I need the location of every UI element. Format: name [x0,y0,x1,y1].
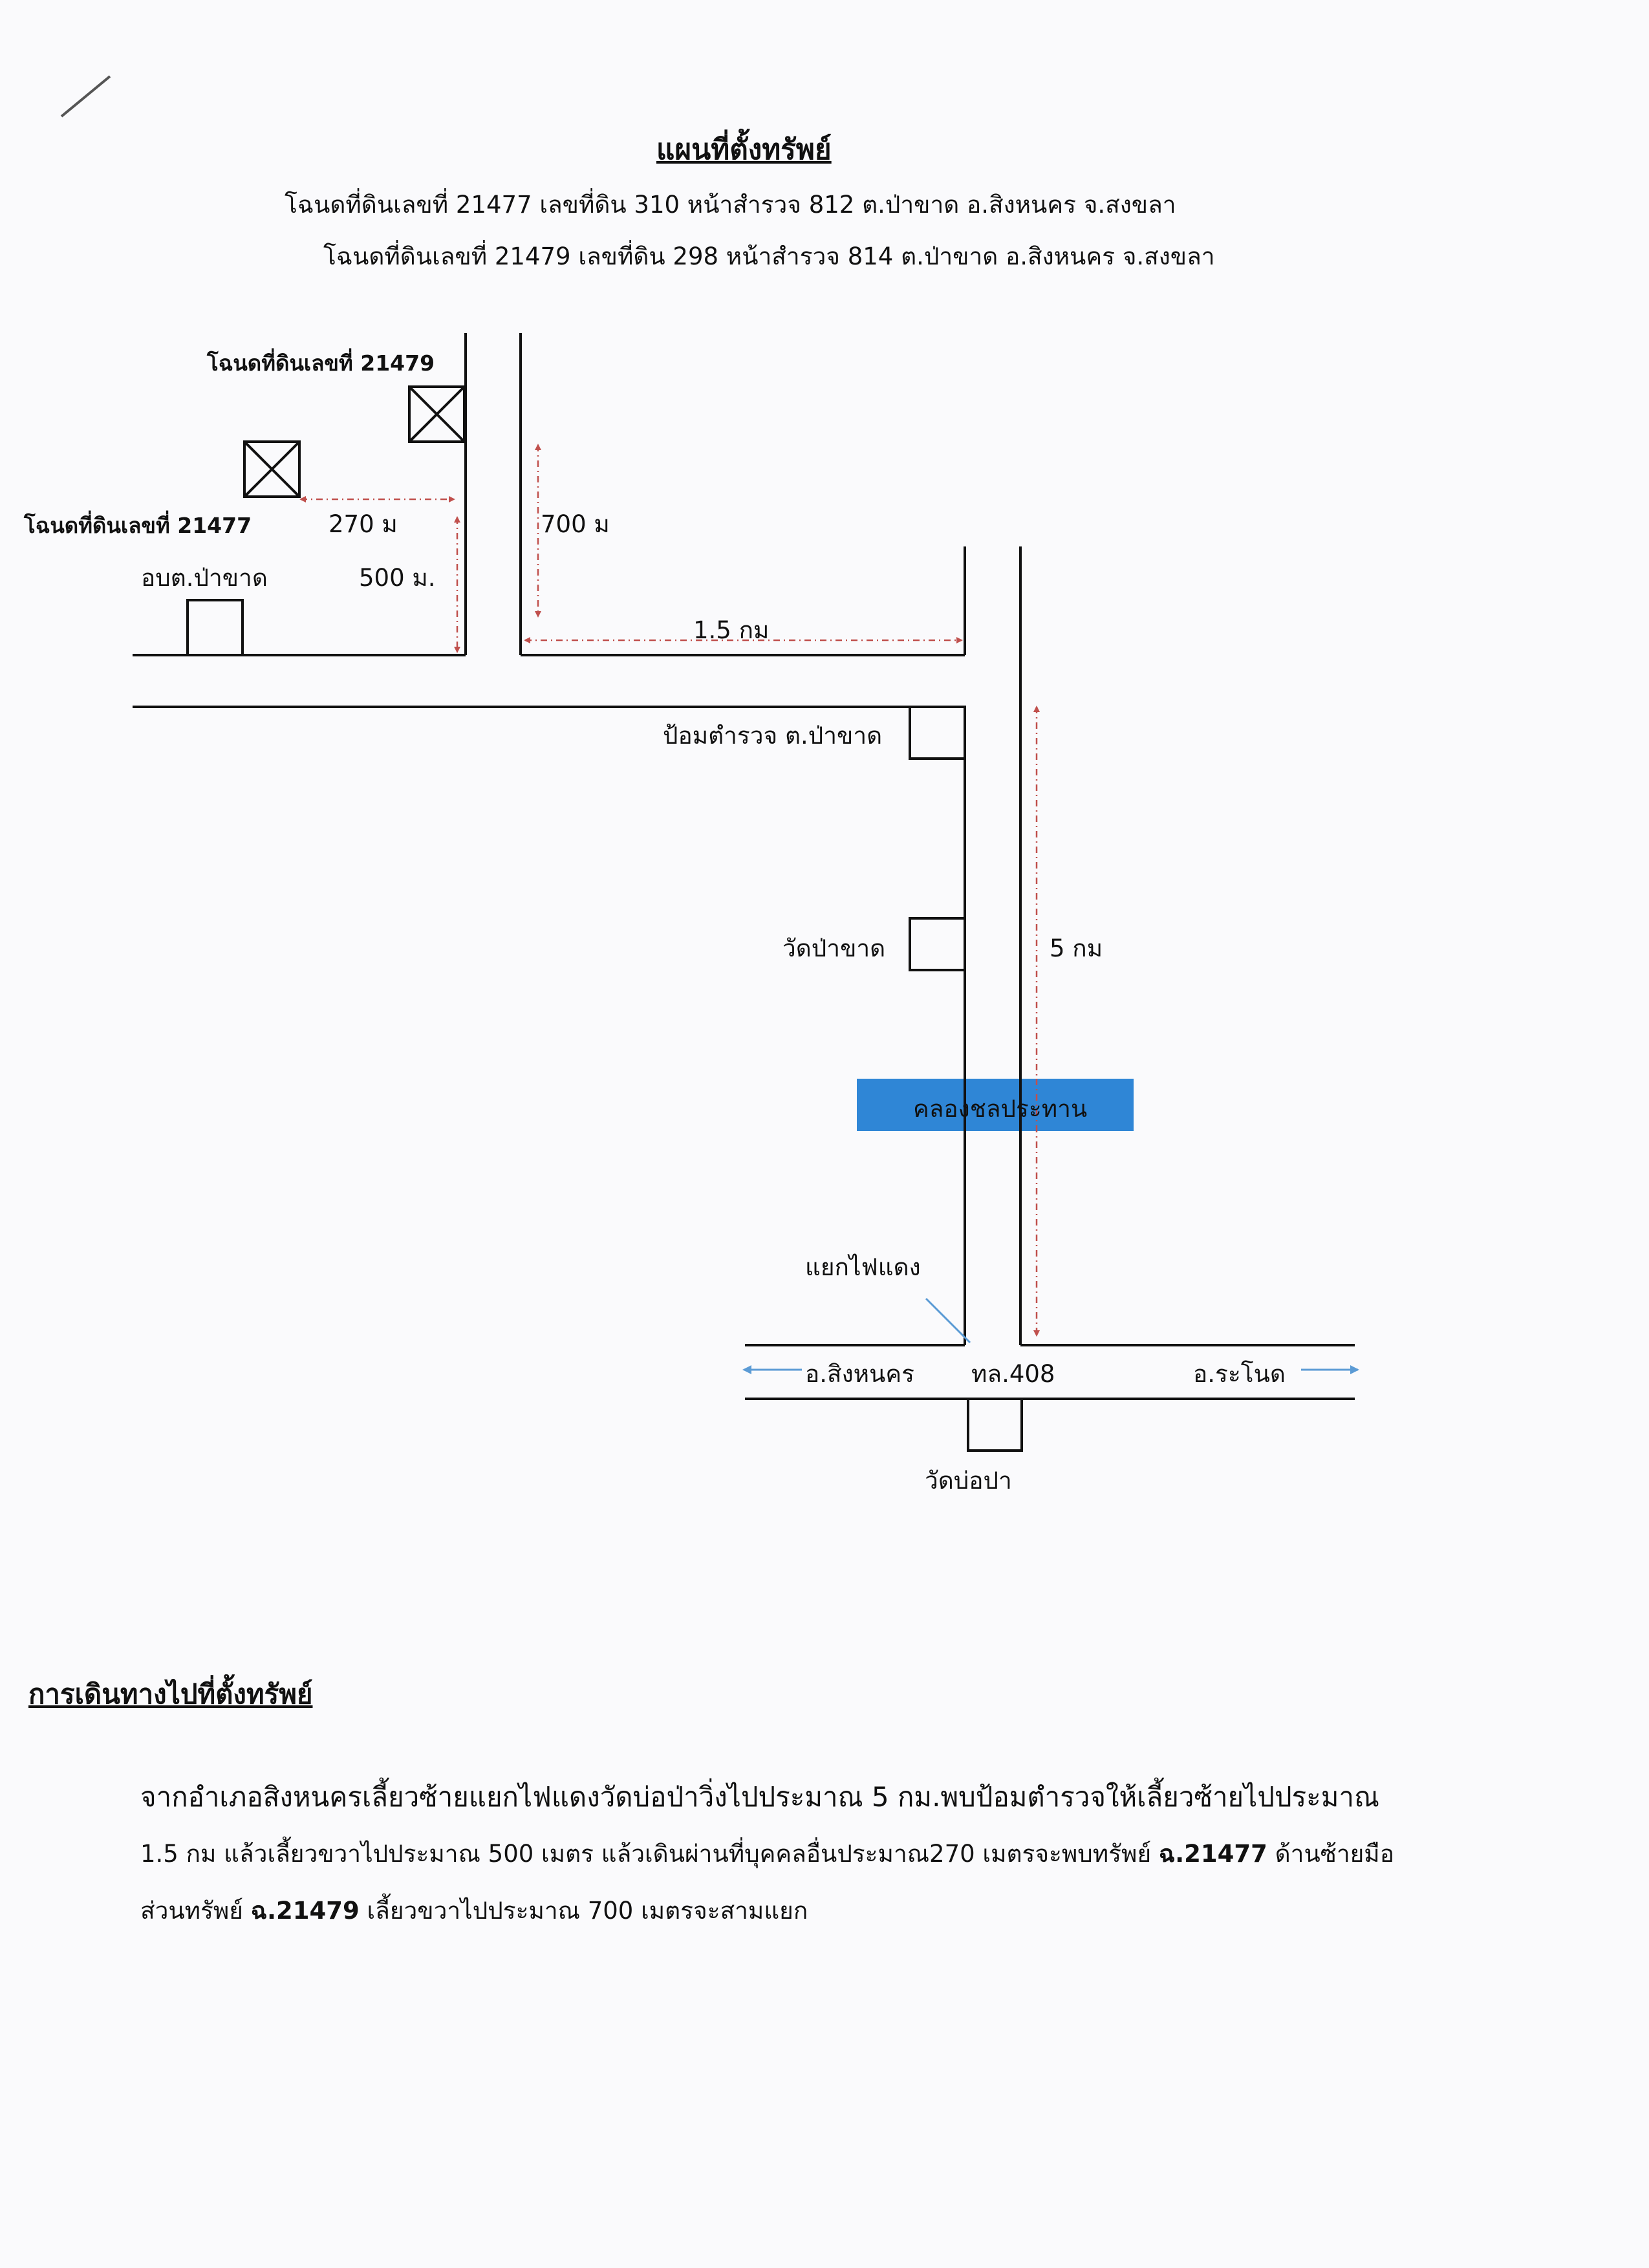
plot-21479-marker [408,385,466,443]
label-distance-700: 700 ม [541,510,610,538]
directions-line-2-tail: ด้านซ้ายมือ [1267,1840,1394,1868]
police-box-building [909,706,966,760]
directions-paragraph: จากอำเภอสิงหนครเลี้ยวซ้ายแยกไฟแดงวัดบ่อป… [140,1769,1531,1939]
label-distance-270: 270 ม [329,510,398,538]
deed-line-21479: โฉนดที่ดินเลขที่ 21479 เลขที่ดิน 298 หน้… [323,243,1215,270]
label-distance-5km: 5 กม [1050,934,1103,962]
label-highway-408: ทล.408 [971,1360,1055,1388]
tambon-office-box [186,599,244,656]
label-wat-bopa: วัดบ่อปา [925,1467,1012,1495]
pen-mark [60,75,111,118]
directions-line-3-tail: เลี้ยวขวาไปประมาณ 700 เมตรจะสามแยก [359,1897,808,1925]
label-deed-21477: โฉนดที่ดินเลขที่ 21477 [24,513,252,538]
directions-line-3-text: ส่วนทรัพย์ [140,1897,251,1925]
canal-band [857,1079,1134,1131]
label-deed-21479: โฉนดที่ดินเลขที่ 21479 [207,351,435,376]
wat-pakhat-building [909,917,966,971]
directions-line-3: ส่วนทรัพย์ ฉ.21479 เลี้ยวขวาไปประมาณ 700… [140,1883,1531,1939]
directions-heading: การเดินทางไปที่ตั้งทรัพย์ [28,1678,313,1710]
label-distance-1-5km: 1.5 กม [693,616,770,644]
label-singhanakhon: อ.สิงหนคร [805,1360,914,1388]
deed-ref-21479: ฉ.21479 [250,1897,360,1925]
label-wat-pakhat: วัดป่าขาด [782,934,886,962]
directions-line-2: 1.5 กม แล้วเลี้ยวขวาไปประมาณ 500 เมตร แล… [140,1826,1531,1883]
label-tambon-office: อบต.ป่าขาด [141,564,268,592]
label-traffic-light: แยกไฟแดง [805,1253,921,1281]
deed-ref-21477: ฉ.21477 [1158,1840,1267,1868]
page-title: แผนที่ตั้งทรัพย์ [656,133,832,166]
label-canal: คลองชลประทาน [913,1095,1088,1123]
pointer-traffic-light [925,1297,971,1344]
directions-line-2-text: 1.5 กม แล้วเลี้ยวขวาไปประมาณ 500 เมตร แล… [140,1840,1159,1868]
wat-bopa-building [967,1398,1023,1452]
label-distance-500: 500 ม. [359,564,436,592]
plot-21477-marker [243,440,301,498]
deed-line-21477: โฉนดที่ดินเลขที่ 21477 เลขที่ดิน 310 หน้… [285,191,1176,219]
directions-line-1: จากอำเภอสิงหนครเลี้ยวซ้ายแยกไฟแดงวัดบ่อป… [140,1781,1379,1813]
label-police-box: ป้อมตำรวจ ต.ป่าขาด [663,722,883,750]
label-ranot: อ.ระโนด [1193,1360,1286,1388]
